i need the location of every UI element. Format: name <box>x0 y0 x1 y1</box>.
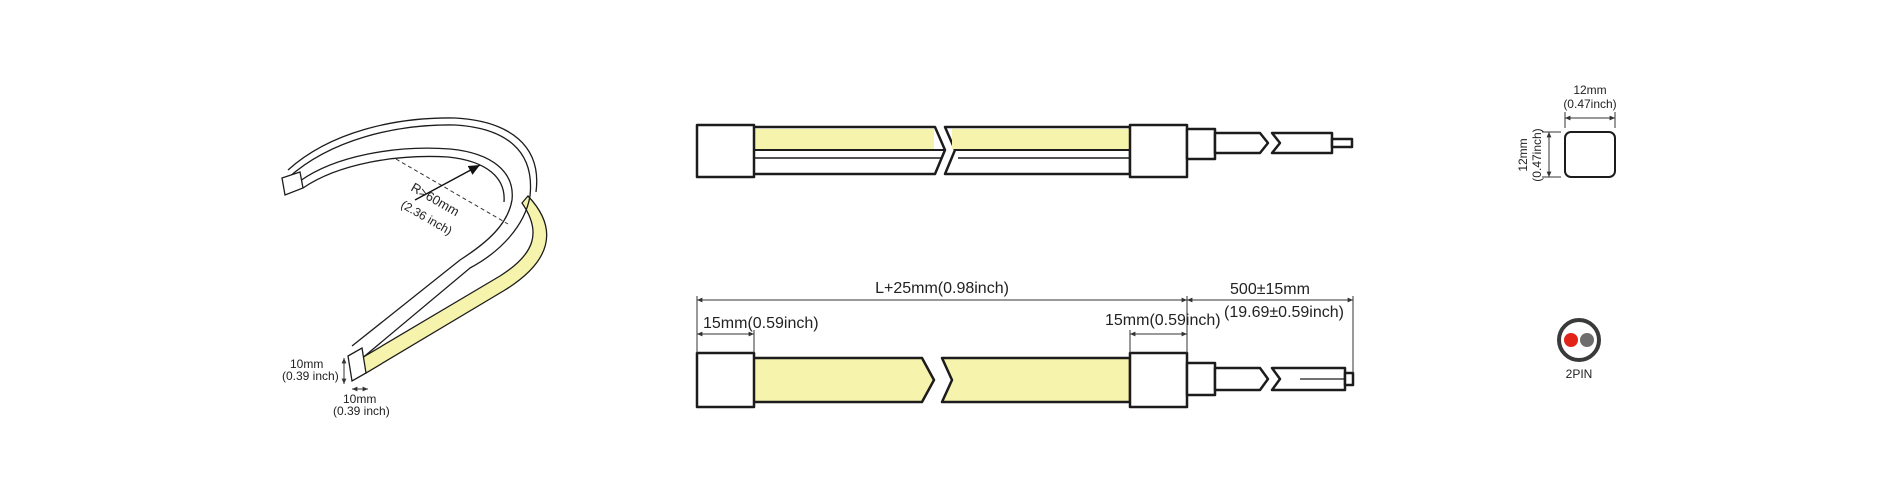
cross-section: 12mm (0.47inch) 12mm (0.47inch) <box>1516 83 1617 182</box>
top-right-end-cap <box>1128 123 1189 179</box>
bend-view: R>60mm (2.36 inch) 10mm (0.39 inch) 10mm… <box>281 117 548 418</box>
bend-strip-outer <box>287 124 532 361</box>
bend-radius-arrow <box>414 164 481 201</box>
side-strip-right-segment <box>940 356 1132 404</box>
bend-radius-dashed-line <box>395 158 509 225</box>
side-left-cap-label: 15mm(0.59inch) <box>703 315 819 332</box>
bend-strip-outer-top <box>287 117 538 193</box>
connector-pin-gray <box>1580 333 1594 347</box>
side-left-end-cap <box>695 351 756 409</box>
cross-section-profile <box>1564 131 1616 178</box>
side-cable-boot <box>1185 361 1217 397</box>
connector-2pin: 2PIN <box>1557 318 1601 381</box>
top-cable-wire-tip <box>1330 137 1354 149</box>
connector-label: 2PIN <box>1566 367 1593 381</box>
top-cable-left <box>1213 131 1270 155</box>
bend-width-label-inch: (0.39 inch) <box>333 404 390 418</box>
bend-strip-left-end <box>281 171 304 196</box>
side-view: L+25mm(0.98inch) 15mm(0.59inch) 15mm(0.5… <box>695 280 1355 409</box>
top-led-band-right-upper <box>952 129 1129 149</box>
connector-pin-red <box>1564 333 1578 347</box>
side-cable-wire-tip <box>1343 371 1355 387</box>
bend-strip-inner <box>299 147 513 347</box>
cross-width-label: 12mm <box>1573 83 1606 97</box>
bend-strip-right-end <box>347 346 367 383</box>
connector-body <box>1557 318 1601 362</box>
side-total-label: L+25mm(0.98inch) <box>875 280 1009 297</box>
side-right-cap-label: 15mm(0.59inch) <box>1105 312 1221 329</box>
bend-width-label: 10mm <box>343 392 376 406</box>
side-right-end-cap <box>1128 351 1189 409</box>
bend-height-label: 10mm <box>290 357 323 371</box>
cross-height-label-inch: (0.47inch) <box>1530 128 1544 181</box>
cross-width-label-inch: (0.47inch) <box>1563 97 1616 111</box>
top-view <box>695 123 1354 179</box>
side-strip-left-segment <box>750 356 936 404</box>
top-cable-boot <box>1185 127 1217 161</box>
bend-strip-inner-edge <box>302 155 505 203</box>
top-left-end-cap <box>695 123 756 179</box>
side-cable-label-inch: (19.69±0.59inch) <box>1224 304 1344 321</box>
side-cable-left <box>1213 366 1270 392</box>
top-led-band-left-upper <box>754 129 934 149</box>
top-cable-right <box>1270 131 1334 155</box>
bend-height-label-inch: (0.39 inch) <box>282 369 339 383</box>
cross-height-label: 12mm <box>1516 138 1530 171</box>
bend-strip-led-face <box>359 195 548 374</box>
side-cable-label: 500±15mm <box>1230 281 1310 298</box>
